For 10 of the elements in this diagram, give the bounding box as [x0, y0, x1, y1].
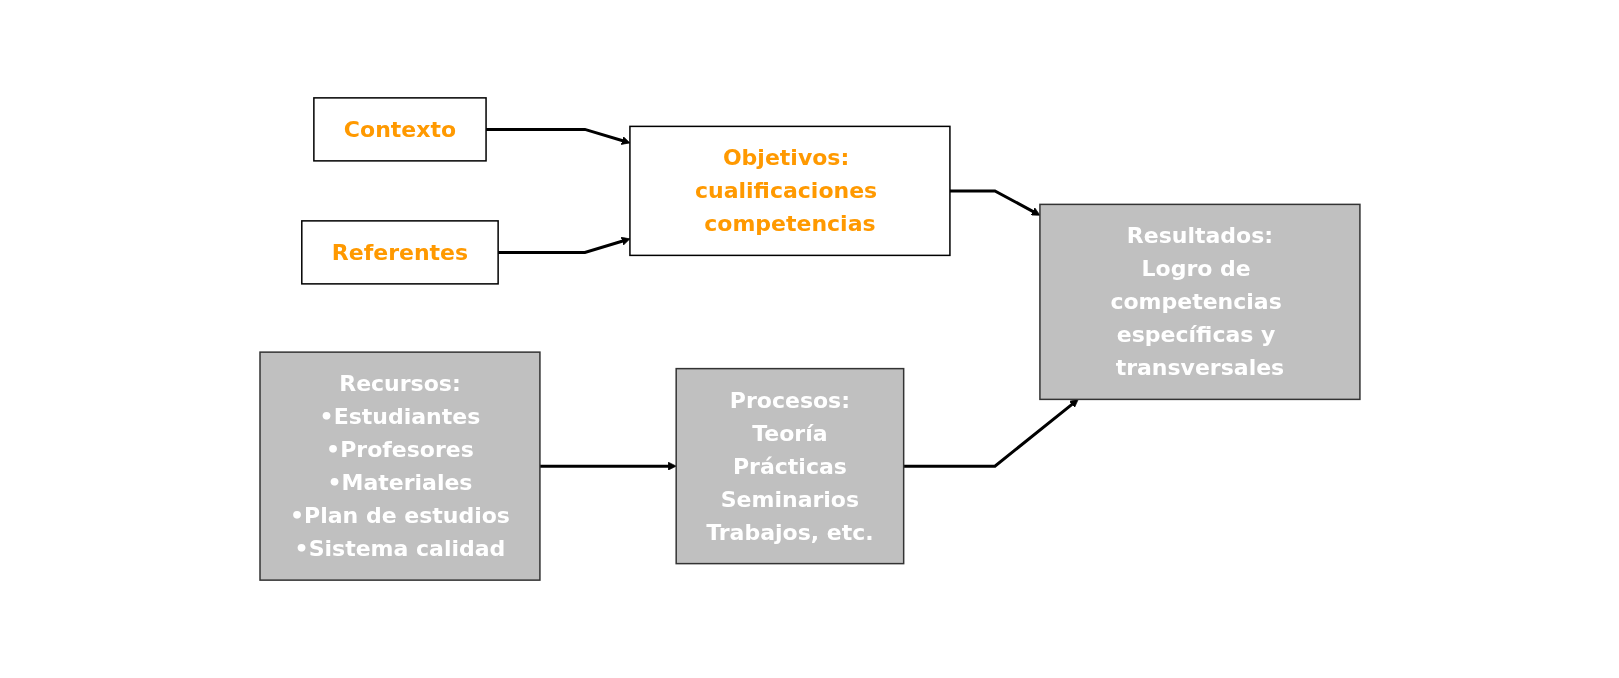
node-box: Procesos: Teoría Prácticas Seminarios Trabajos, etc. — [674, 367, 904, 565]
node-box: Referentes — [300, 220, 499, 285]
node-box: Contexto — [312, 97, 487, 162]
arrow — [497, 236, 630, 254]
arrow — [903, 398, 1079, 468]
node-box: Recursos: •Estudiantes •Profesores •Materiales •Plan de estudios •Sistema calidad — [258, 351, 541, 581]
arrow — [949, 189, 1040, 216]
arrow — [485, 127, 630, 145]
node-box: Objetivos: cualificaciones competencias — [628, 125, 951, 257]
node-box: Resultados: Logro de competencias específicas y transversales — [1038, 203, 1361, 401]
